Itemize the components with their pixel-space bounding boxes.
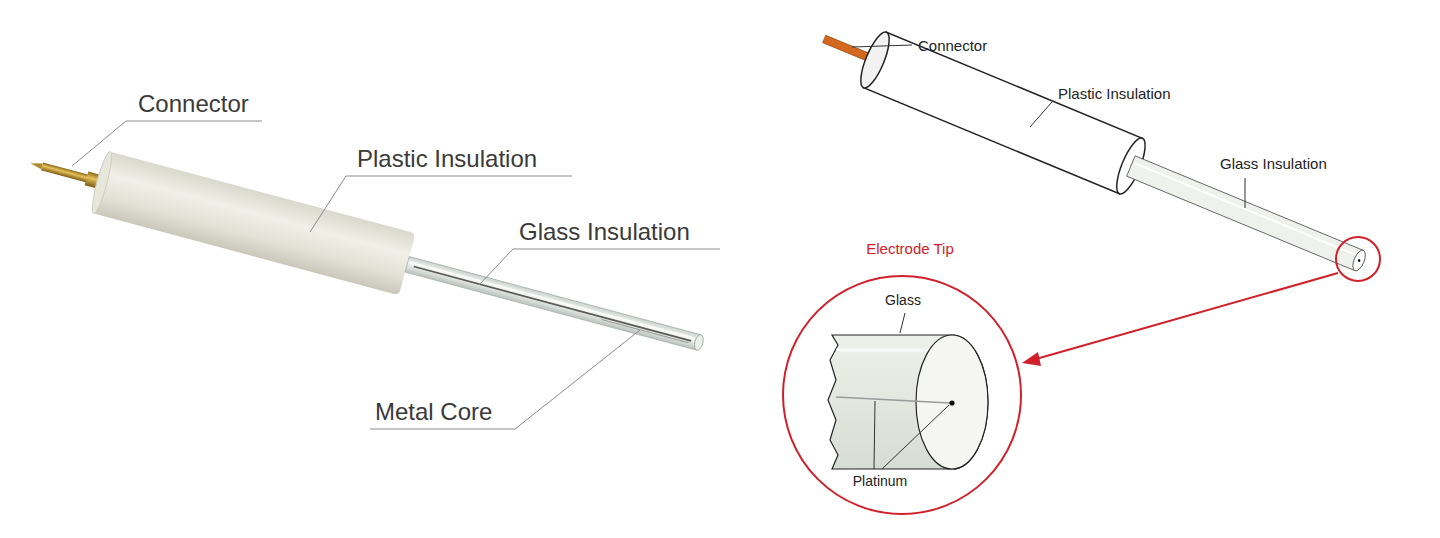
- electrode-schematic: [813, 11, 1376, 290]
- tip-highlight: [1336, 237, 1380, 281]
- zoomed-tip: [828, 335, 988, 469]
- leader-lines: [852, 45, 1245, 208]
- part-label: Glass: [885, 292, 921, 309]
- zoom-arrow: [1036, 273, 1338, 359]
- part-label: Platinum: [853, 473, 907, 490]
- part-label: Metal Core: [375, 398, 492, 427]
- part-label: Plastic Insulation: [1058, 85, 1171, 103]
- electrode-photo: [22, 132, 711, 374]
- part-label: Plastic Insulation: [357, 145, 537, 174]
- part-label: Connector: [138, 90, 249, 119]
- part-label: Glass Insulation: [519, 218, 690, 247]
- leader-lines: [72, 121, 720, 429]
- zoom-title: Electrode Tip: [866, 240, 954, 258]
- part-label: Connector: [918, 37, 987, 55]
- arrow-head: [1022, 352, 1041, 366]
- part-label: Glass Insulation: [1220, 155, 1327, 173]
- leader-lines: [874, 313, 949, 469]
- zoom-circle: Electrode TipGlassPlatinum: [782, 275, 1022, 515]
